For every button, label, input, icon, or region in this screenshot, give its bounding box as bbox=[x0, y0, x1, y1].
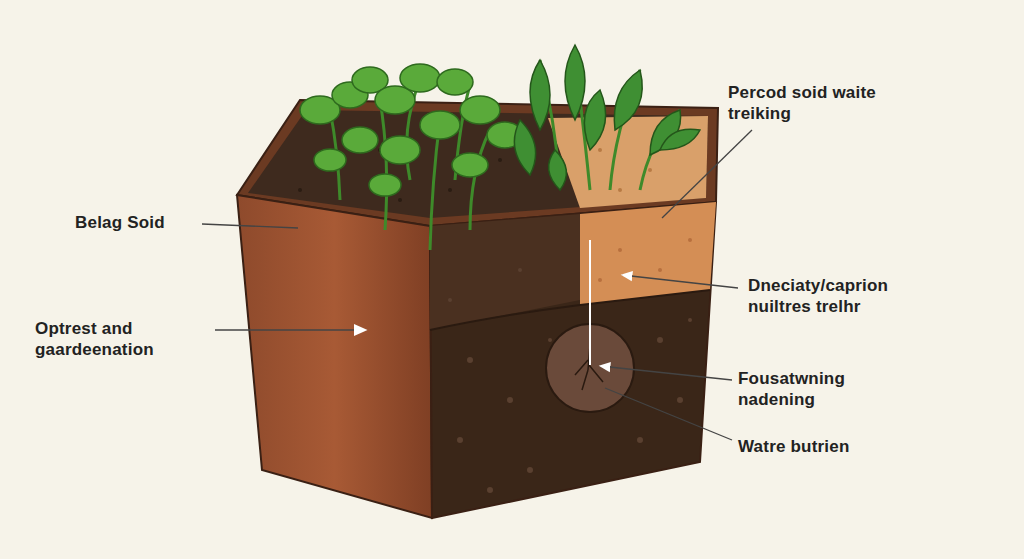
callout-label: Percod soid waite treiking bbox=[728, 82, 888, 124]
callout-label: Dneciaty/caprion nuiltres trelhr bbox=[748, 275, 948, 317]
callout-label: Fousatwning nadening bbox=[738, 368, 888, 410]
callout-label: Belag Soid bbox=[75, 212, 205, 233]
callout-label: Watre butrien bbox=[738, 436, 908, 457]
callout-label: Optrest and gaardeenation bbox=[35, 318, 210, 360]
